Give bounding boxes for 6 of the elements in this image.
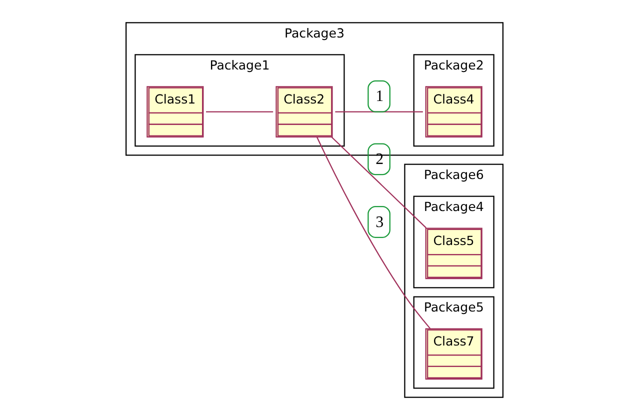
connector — [206, 110, 274, 112]
connector — [335, 110, 423, 112]
connector — [331, 136, 426, 228]
edge-label: 3 — [376, 213, 384, 230]
connector — [316, 136, 431, 328]
edge-label: 1 — [376, 88, 384, 105]
